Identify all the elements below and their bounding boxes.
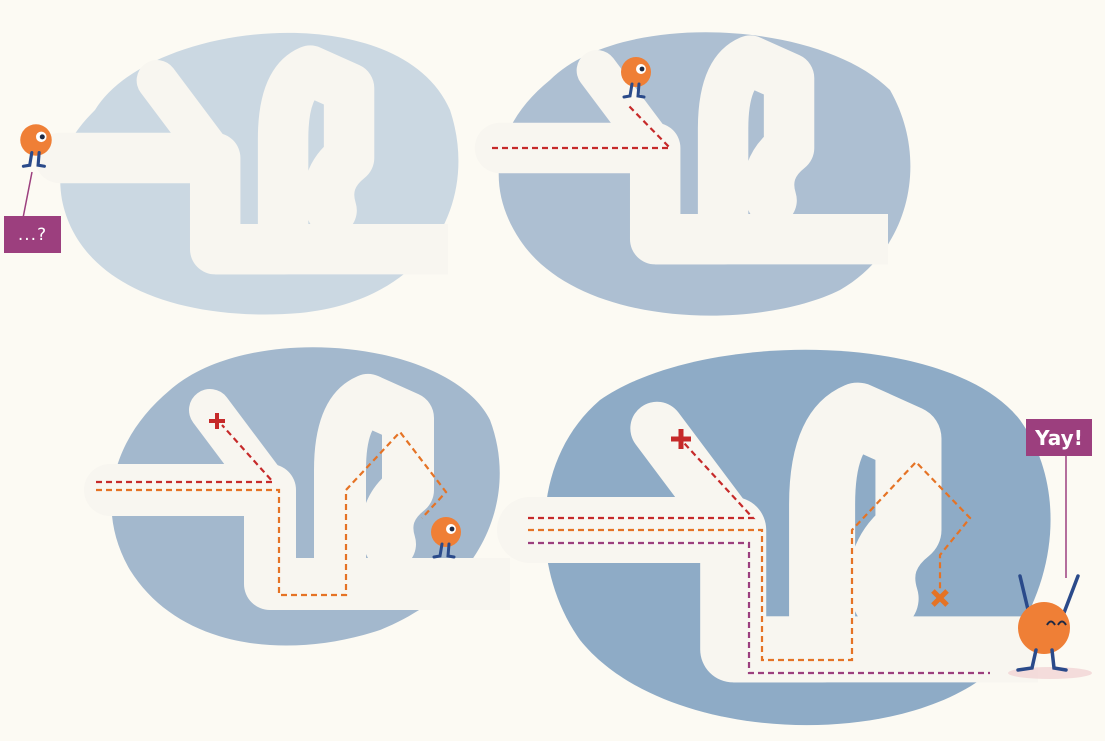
character-icon bbox=[1008, 574, 1092, 679]
route-loop bbox=[528, 460, 972, 662]
route-success bbox=[528, 541, 990, 675]
thinking-label: ...? bbox=[4, 216, 61, 253]
panel-4 bbox=[528, 349, 1092, 726]
panel-1 bbox=[18, 32, 458, 315]
route-loop bbox=[96, 430, 448, 597]
success-label: Yay! bbox=[1026, 419, 1092, 456]
label-connector bbox=[22, 171, 33, 219]
dead-end-plus-icon bbox=[209, 413, 225, 429]
panel-3 bbox=[96, 347, 510, 646]
panel-2 bbox=[492, 32, 910, 316]
dead-end-x-icon bbox=[931, 589, 949, 607]
dead-end-plus-icon bbox=[671, 429, 691, 449]
route-dead-end bbox=[528, 442, 756, 520]
